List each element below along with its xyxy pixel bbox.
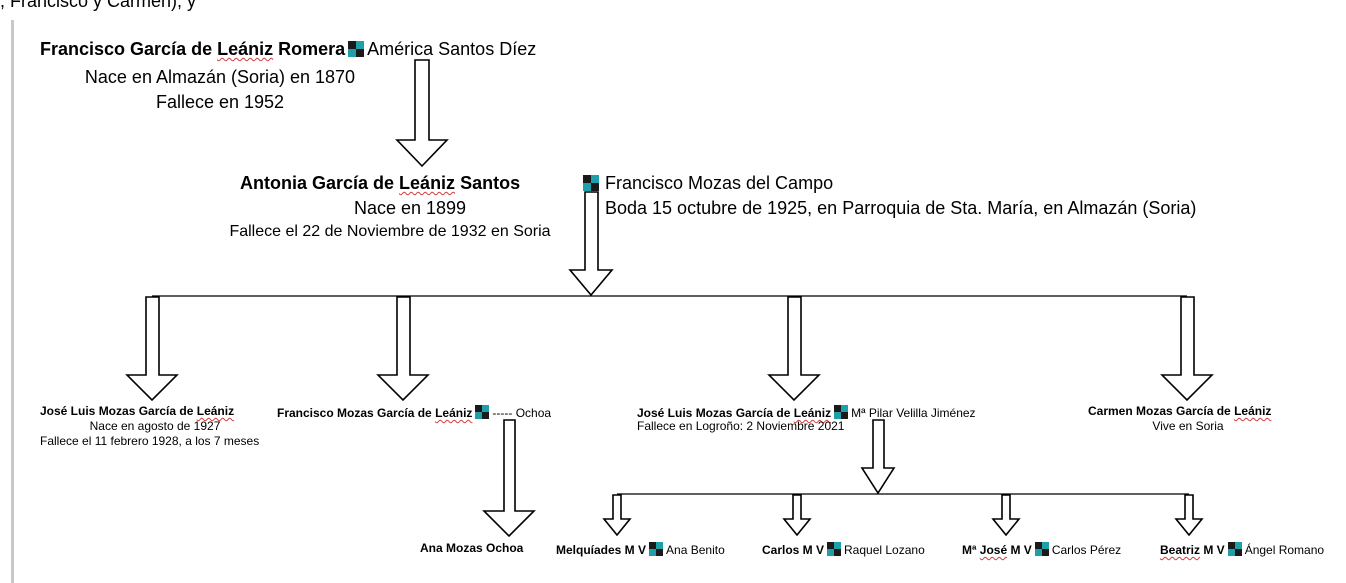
majose-name-end: M V xyxy=(1007,543,1032,557)
child2-surname-underlined: Leániz xyxy=(435,406,473,420)
arrow-to-child1 xyxy=(125,296,179,402)
gen1-spouse: América Santos Díez xyxy=(367,39,537,59)
header-fragment: , Francisco y Carmen), y xyxy=(0,0,197,11)
melquiades-spouse: Ana Benito xyxy=(666,543,725,557)
child2-spouse: ----- Ochoa xyxy=(492,406,552,420)
marriage-symbol-icon xyxy=(475,405,490,419)
child4-name: Carmen Mozas García de Leániz xyxy=(1088,404,1272,419)
gen2-person: Antonia García de Leániz Santos xyxy=(240,173,520,194)
child2-couple: Francisco Mozas García de Leániz ----- Oc… xyxy=(277,405,551,421)
child3-name: José Luis Mozas García de Leániz xyxy=(637,406,831,420)
child1-birth: Nace en agosto de 1927 xyxy=(89,419,221,433)
gen2-birth: Nace en 1899 xyxy=(353,198,467,218)
gen2-person-name-part: Antonia García de xyxy=(240,173,400,193)
child3-death: Fallece en Logroño: 2 Noviembre 2021 xyxy=(637,419,845,433)
arrow-to-child2 xyxy=(376,296,430,402)
arrow-to-carlos xyxy=(782,494,812,537)
arrow-to-melquiades xyxy=(602,494,632,537)
gen2-person-name-end: Santos xyxy=(455,173,521,193)
beatriz-name-underlined: Beatriz xyxy=(1160,543,1201,557)
beatriz-spouse: Ángel Romano xyxy=(1244,543,1325,557)
grandchild-majose: Mª José M V xyxy=(962,543,1032,557)
gen2-person-surname-underlined: Leániz xyxy=(399,173,456,193)
down-arrows xyxy=(125,59,1214,538)
marriage-symbol-icon xyxy=(834,405,849,419)
marriage-symbol-icon xyxy=(1034,542,1049,556)
gen1-birth: Nace en Almazán (Soria) en 1870 xyxy=(84,67,356,87)
child3-name-part: José Luis Mozas García de xyxy=(637,406,794,420)
majose-spouse: Carlos Pérez xyxy=(1051,543,1122,557)
majose-name-part: Mª xyxy=(962,543,980,557)
marriage-symbol-icon xyxy=(827,542,842,556)
child4-surname-underlined: Leániz xyxy=(1234,404,1272,418)
gen1-person-name-end: Romera xyxy=(273,39,346,59)
left-margin-rule xyxy=(11,20,14,583)
grandchild-majose-couple: Mª José M V Carlos Pérez xyxy=(962,542,1121,558)
arrow-to-ana xyxy=(482,419,536,538)
child3-surname-underlined: Leániz xyxy=(793,406,832,420)
child2-name: Francisco Mozas García de Leániz xyxy=(277,406,472,420)
majose-name-underlined: José xyxy=(979,543,1008,557)
arrow-to-majose xyxy=(991,494,1021,537)
gen1-person: Francisco García de Leániz Romera xyxy=(40,39,345,59)
child1-name: José Luis Mozas García de Leániz xyxy=(40,404,235,419)
arrow-gen1-to-gen2 xyxy=(395,59,449,168)
child4-name-part: Carmen Mozas García de xyxy=(1088,404,1235,418)
child3-couple: José Luis Mozas García de Leániz Mª Pilar… xyxy=(637,405,976,421)
grandchild-melquiades: Melquíades M V xyxy=(556,543,647,557)
top-clipped-text: , Francisco y Carmen), y xyxy=(0,0,1346,18)
child1-name-part: José Luis Mozas García de xyxy=(40,404,197,418)
arrow-to-child3 xyxy=(767,296,821,402)
connector-lines xyxy=(152,295,1189,495)
arrow-gen2-to-children xyxy=(568,191,614,297)
grandchild-beatriz: Beatriz M V xyxy=(1160,543,1225,557)
marriage-symbol-icon xyxy=(348,41,365,57)
child1-death: Fallece el 11 febrero 1928, a los 7 mese… xyxy=(40,434,260,448)
arrow-to-beatriz xyxy=(1174,494,1204,537)
grandchild-melquiades-couple: Melquíades M V Ana Benito xyxy=(556,542,725,558)
gen1-death: Fallece en 1952 xyxy=(155,92,285,112)
child3-spouse: Mª Pilar Velilla Jiménez xyxy=(851,406,976,420)
child1-surname-underlined: Leániz xyxy=(196,404,235,418)
gen2-spouse: Francisco Mozas del Campo xyxy=(605,173,834,193)
gen2-death: Fallece el 22 de Noviembre de 1932 en So… xyxy=(229,223,551,240)
child4-residence: Vive en Soria xyxy=(1152,419,1224,433)
arrow-to-child4 xyxy=(1160,296,1214,402)
marriage-symbol-icon xyxy=(583,175,599,191)
grandchild-ana: Ana Mozas Ochoa xyxy=(420,541,524,555)
grandchild-beatriz-couple: Beatriz M V Ángel Romano xyxy=(1160,542,1324,558)
child2-name-part: Francisco Mozas García de xyxy=(277,406,436,420)
beatriz-name-end: M V xyxy=(1200,543,1225,557)
gen2-wedding: Boda 15 octubre de 1925, en Parroquia de… xyxy=(605,198,1197,218)
gen1-person-surname-underlined: Leániz xyxy=(217,39,274,59)
grandchild-carlos: Carlos M V xyxy=(762,543,825,557)
arrow-child3-to-grandchildren xyxy=(860,419,896,495)
marriage-symbol-icon xyxy=(649,542,664,556)
grandchild-carlos-couple: Carlos M V Raquel Lozano xyxy=(762,542,925,558)
marriage-symbol-icon xyxy=(1227,542,1242,556)
gen1-couple: Francisco García de Leániz Romera América… xyxy=(40,39,536,60)
gen1-person-name-part: Francisco García de xyxy=(40,39,218,59)
carlos-spouse: Raquel Lozano xyxy=(844,543,925,557)
